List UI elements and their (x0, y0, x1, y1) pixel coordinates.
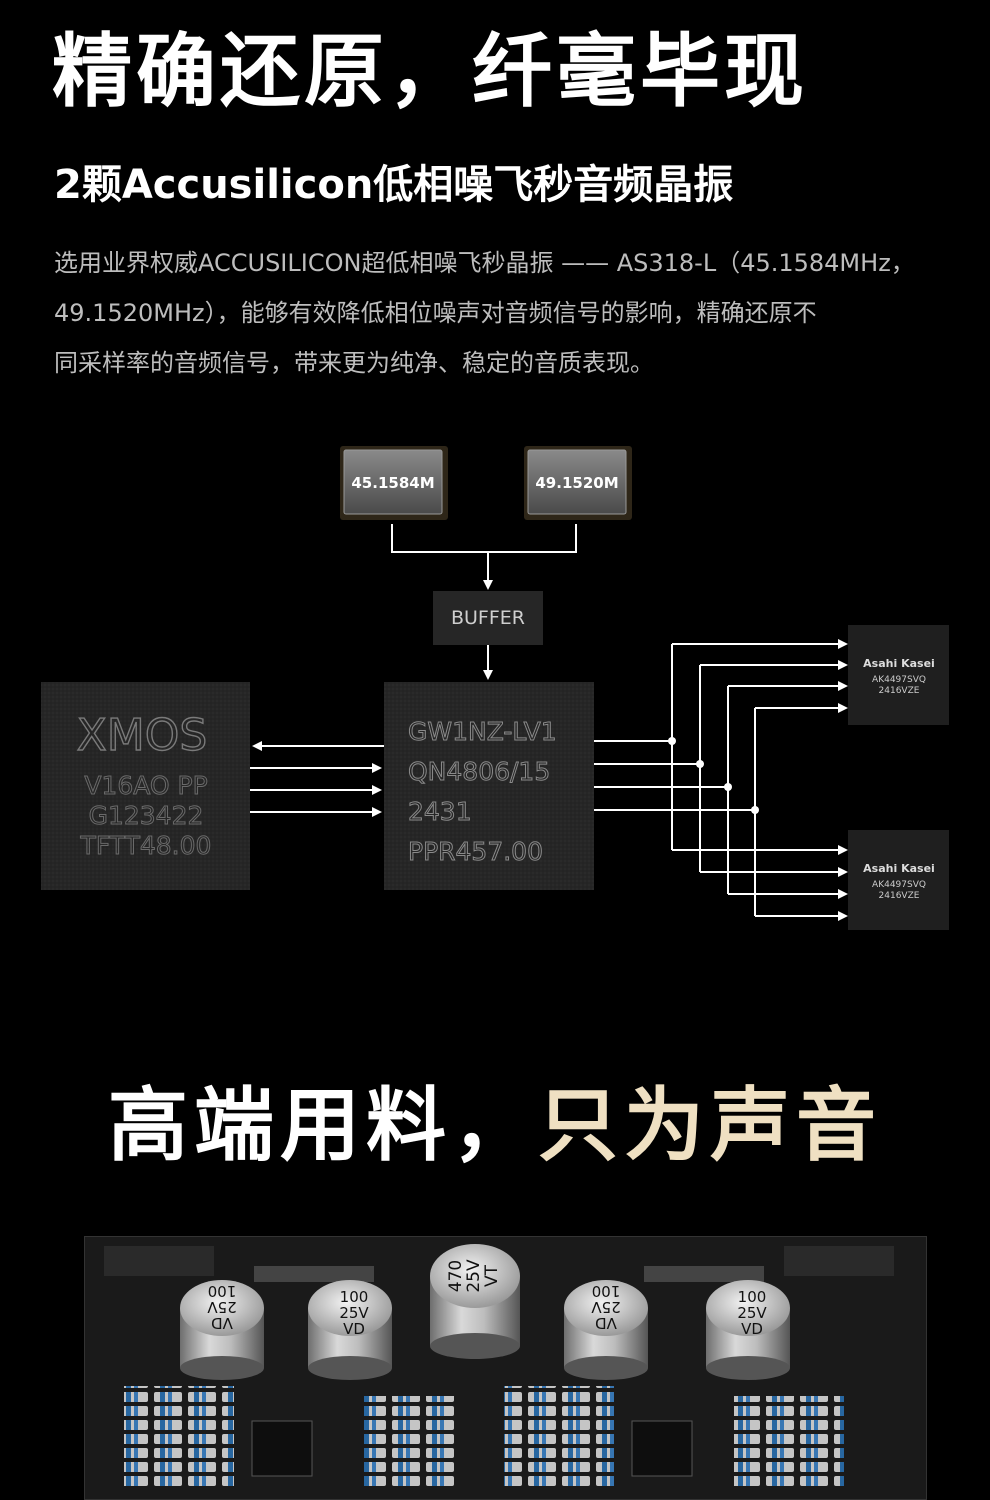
buffer-label: BUFFER (451, 607, 525, 629)
oscillator-2-label: 49.1520M (535, 474, 618, 492)
dac-line: AK4497SVQ (872, 880, 926, 890)
capacitor-value: 470 (446, 1260, 466, 1292)
oscillator-1: 45.1584M (340, 446, 448, 520)
capacitor-value: 100 (738, 1288, 767, 1306)
dac-brand: Asahi Kasei (863, 657, 935, 670)
dac-line: 2416VZE (879, 686, 920, 696)
capacitor-value: 100 (208, 1282, 237, 1300)
buffer-box: BUFFER (433, 591, 543, 645)
dac-distribution-lines (594, 644, 756, 916)
capacitor-2: 100 25V VD (308, 1280, 392, 1380)
dac-input-arrows (672, 639, 848, 921)
oscillator-merge-line (391, 524, 577, 553)
xmos-line: V16AO PP (84, 771, 207, 800)
description-line: 同采样率的音频信号，带来更为纯净、稳定的音质表现。 (54, 349, 654, 377)
fpga-line: QN4806/15 (408, 757, 550, 786)
capacitor-code: VD (741, 1320, 763, 1338)
dac-chip-1: Asahi Kasei AK4497SVQ 2416VZE (848, 625, 949, 725)
capacitor-code: VD (343, 1320, 365, 1338)
capacitor-code: VD (595, 1314, 617, 1332)
capacitor-1: VD 25V 100 (180, 1280, 264, 1380)
capacitor-volt: 25V (339, 1304, 369, 1322)
capacitor-volt: 25V (737, 1304, 767, 1322)
section-title-white: 高端用料， (108, 1079, 538, 1172)
capacitor-volt: 25V (464, 1259, 484, 1293)
description: 选用业界权威ACCUSILICON超低相噪飞秒晶振 —— AS318-L（45.… (54, 238, 944, 388)
xmos-chip: XMOS V16AO PP G123422 TFTT48.00 (41, 682, 250, 890)
capacitor-4: VD 25V 100 (564, 1280, 648, 1380)
description-line: 选用业界权威ACCUSILICON超低相噪飞秒晶振 —— AS318-L（45.… (54, 249, 915, 277)
dac-brand: Asahi Kasei (863, 862, 935, 875)
xmos-line: G123422 (89, 801, 204, 830)
section-title-gold: 只为声音 (538, 1079, 882, 1172)
capacitor-volt: 25V (207, 1298, 237, 1316)
junction-dots (668, 737, 759, 814)
page-title: 精确还原，纤毫毕现 (52, 25, 808, 118)
capacitor-value: 100 (592, 1282, 621, 1300)
capacitor-code: VT (482, 1264, 502, 1287)
dac-line: 2416VZE (879, 891, 920, 901)
capacitor-5: 100 25V VD (706, 1280, 790, 1380)
description-line: 49.1520MHz），能够有效降低相位噪声对音频信号的影响，精确还原不 (54, 299, 817, 327)
capacitor-volt: 25V (591, 1298, 621, 1316)
capacitor-3: 470 25V VT (430, 1244, 520, 1359)
fpga-chip: GW1NZ-LV1 QN4806/15 2431 PPR457.00 (384, 682, 594, 890)
clock-diagram: 45.1584M 49.1520M BUFFER XMOS V16AO PP G… (41, 446, 949, 930)
dac-chip-2: Asahi Kasei AK4497SVQ 2416VZE (848, 830, 949, 930)
fpga-line: PPR457.00 (408, 837, 543, 866)
section-title: 高端用料，只为声音 (0, 1082, 990, 1170)
xmos-line: TFTT48.00 (80, 831, 212, 860)
fpga-line: 2431 (408, 797, 472, 826)
capacitor-value: 100 (340, 1288, 369, 1306)
oscillator-1-label: 45.1584M (351, 474, 434, 492)
page-subtitle: 2颗Accusilicon低相噪飞秒音频晶振 (54, 162, 734, 208)
pcb-photo: VD 25V 100 100 25V VD 470 25V VT VD 25V … (84, 1236, 927, 1500)
xmos-brand: XMOS (77, 710, 208, 761)
capacitor-code: VD (211, 1314, 233, 1332)
fpga-line: GW1NZ-LV1 (408, 717, 557, 746)
dac-line: AK4497SVQ (872, 675, 926, 685)
oscillator-2: 49.1520M (524, 446, 632, 520)
